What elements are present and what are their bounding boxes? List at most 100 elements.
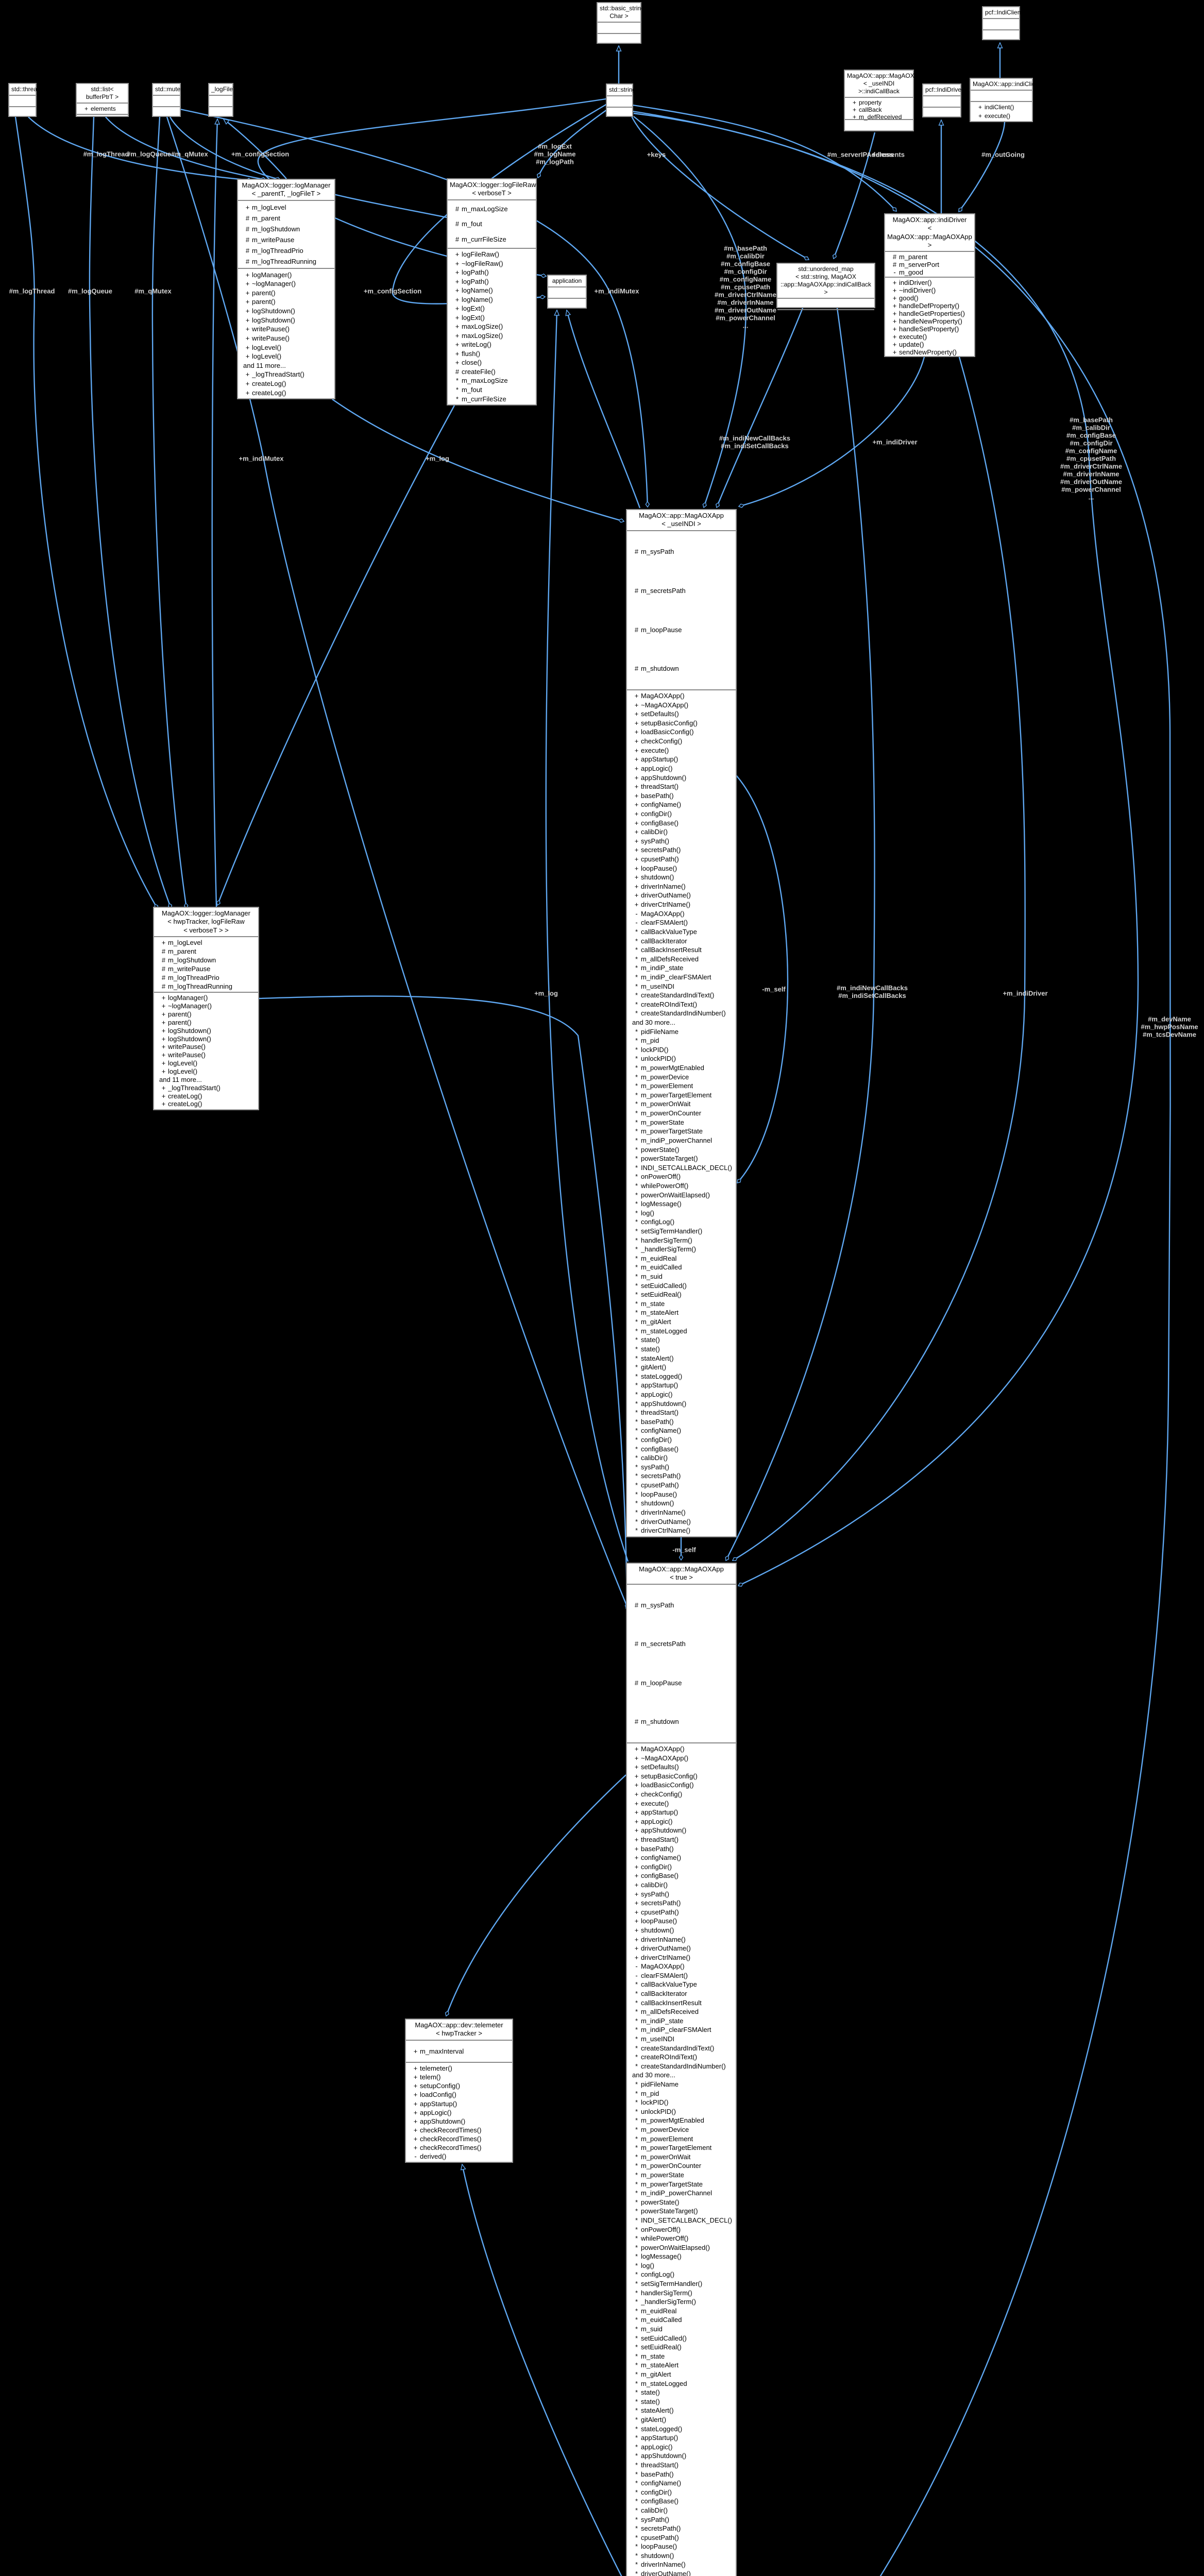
member-row: *powerState()	[635, 1145, 680, 1154]
class-node-std-string[interactable]: std::string	[606, 83, 636, 117]
class-node-std-basic-string[interactable]: std::basic_string<Char >	[597, 2, 648, 44]
edge	[630, 115, 809, 260]
member-row: *m_pid	[635, 2089, 659, 2097]
edge	[14, 116, 158, 909]
class-node-pcf-indiclient[interactable]: pcf::IndiClient	[982, 6, 1023, 40]
member-row: *whilePowerOff()	[635, 2234, 689, 2243]
class-node-logfilet[interactable]: _logFileT	[208, 83, 237, 117]
member-row: #m_writePause	[161, 964, 211, 973]
class-node-logmanager-hwptracker[interactable]: MagAOX::logger::logManager< hwpTracker, …	[153, 907, 259, 1110]
member-row: #m_parent	[245, 214, 280, 222]
member-row: *logMessage()	[635, 1200, 682, 1208]
member-row: +indiClient()	[978, 104, 1014, 111]
member-row: *secretsPath()	[635, 1472, 681, 1480]
attributes-section	[153, 96, 180, 106]
member-row: *shutdown()	[635, 1499, 674, 1507]
class-title: MagAOX::app::MagAOXApp< _useINDI >::indi…	[847, 72, 926, 95]
member-row: *appLogic()	[635, 1390, 673, 1398]
member-row: *stateLogged()	[635, 1372, 683, 1380]
class-node-magaoxapp-indicallback[interactable]: MagAOX::app::MagAOXApp< _useINDI >::indi…	[844, 70, 926, 131]
member-row: +loopPause()	[634, 1917, 677, 1925]
class-title: _logFileT	[211, 86, 237, 93]
class-node-logfileraw[interactable]: MagAOX::logger::logFileRaw< verboseT >#m…	[447, 178, 537, 405]
class-node-application[interactable]: application	[547, 275, 587, 309]
class-node-std-unordered-map[interactable]: std::unordered_map< std::string, MagAOX:…	[776, 263, 875, 310]
methods-section	[777, 310, 874, 320]
member-row: *driverInName()	[635, 1508, 686, 1516]
edge-label: #m_indiNewCallBacks#m_indiSetCallBacks	[719, 434, 791, 450]
member-row: *lockPID()	[635, 1045, 669, 1054]
edge	[633, 112, 1172, 2576]
class-node-telemeter-hwptracker[interactable]: MagAOX::app::dev::telemeter< hwpTracker …	[405, 2019, 513, 2163]
class-node-std-list-bufferptrt[interactable]: std::list< bufferPtrT >+elements	[76, 83, 129, 117]
attributes-section	[983, 19, 1019, 29]
class-node-magaox-app-indidriver[interactable]: MagAOX::app::indiDriver< MagAOX::app::Ma…	[884, 213, 975, 357]
member-row: -MagAOXApp()	[635, 909, 685, 918]
member-row: +m_defReceived	[852, 113, 902, 121]
member-row: *m_powerOnCounter	[635, 2162, 702, 2170]
edge	[739, 357, 925, 506]
member-row: +logManager()	[245, 270, 292, 279]
edge	[259, 995, 627, 1608]
member-row: #m_secretsPath	[634, 1640, 686, 1648]
attributes-section	[209, 96, 232, 106]
member-row: *m_powerDevice	[635, 2125, 689, 2133]
edge	[545, 310, 629, 1562]
methods-section	[9, 107, 36, 117]
member-row: +configName()	[634, 1854, 682, 1862]
member-row: *m_allDefsReceived	[635, 955, 699, 963]
class-node-logmanager-template[interactable]: MagAOX::logger::logManager< _parentT, _l…	[237, 179, 335, 399]
member-row: #m_fout	[455, 220, 482, 228]
member-row: *m_allDefsReceived	[635, 2008, 699, 2016]
methods-section: +indiDriver()+~indiDriver()+good()+handl…	[885, 278, 974, 356]
member-row: *m_maxLogSize	[455, 377, 508, 385]
member-row: *basePath()	[635, 2470, 674, 2478]
member-row: *m_suid	[635, 1273, 663, 1281]
member-row: *appShutdown()	[635, 2452, 687, 2460]
class-node-std-thread[interactable]: std::thread	[8, 83, 41, 117]
member-row: *appLogic()	[635, 2443, 673, 2451]
member-row: +threadStart()	[634, 1835, 679, 1843]
edge-label: +m_indiDriver	[872, 438, 918, 446]
member-row: *createROIndiText()	[635, 2053, 698, 2061]
member-row: +execute()	[634, 746, 669, 754]
member-row: *INDI_SETCALLBACK_DECL()	[635, 1163, 732, 1172]
member-row: +createLog()	[245, 388, 286, 397]
member-row: +writeLog()	[455, 341, 491, 349]
member-row: *state()	[635, 1345, 660, 1353]
class-node-magaoxapp-true[interactable]: MagAOX::app::MagAOXApp< true >#m_sysPath…	[626, 1563, 737, 2576]
member-row: +update()	[892, 341, 924, 349]
member-row: *callBackIterator	[635, 1990, 687, 1998]
class-node-magaoxapp-useindi[interactable]: MagAOX::app::MagAOXApp< _useINDI >#m_sys…	[626, 509, 737, 1537]
member-row: *setEuidReal()	[635, 1291, 682, 1299]
class-node-magaox-app-indiclient[interactable]: MagAOX::app::indiClient+indiClient()+exe…	[970, 78, 1040, 122]
class-node-pcf-indidriver[interactable]: pcf::IndiDriver	[922, 83, 963, 117]
methods-section	[77, 115, 128, 125]
member-row: +secretsPath()	[634, 1899, 681, 1907]
member-row: *_handlerSigTerm()	[635, 2298, 696, 2306]
class-title: MagAOX::app::dev::telemeter< hwpTracker …	[415, 2021, 503, 2038]
methods-section	[153, 107, 180, 117]
member-row: +logShutdown()	[161, 1035, 211, 1043]
member-row: *setEuidReal()	[635, 2343, 682, 2351]
edge	[733, 357, 1026, 1561]
edge	[180, 108, 648, 507]
member-row: *log()	[635, 1209, 655, 1217]
member-row: +_logThreadStart()	[161, 1083, 221, 1092]
member-row: *pidFileName	[635, 2080, 679, 2089]
methods-section: +logManager()+~logManager()+parent()+par…	[238, 269, 334, 398]
member-row: *createStandardIndiNumber()	[635, 2062, 726, 2070]
member-row: +logExt()	[455, 313, 485, 321]
class-node-std-mutex[interactable]: std::mutex	[152, 83, 183, 117]
member-row: +cpusetPath()	[634, 1908, 679, 1916]
member-row: #m_serverPort	[892, 261, 940, 268]
member-row: +setupBasicConfig()	[634, 1772, 698, 1780]
member-row: +writePause()	[245, 334, 290, 342]
member-row: *state()	[635, 2397, 660, 2405]
member-row: *callBackValueType	[635, 1980, 697, 1989]
member-row: +~MagAOXApp()	[634, 1754, 689, 1762]
member-row: +execute()	[892, 333, 927, 341]
member-row: *loopPause()	[635, 2543, 677, 2551]
edge-label: #m_basePath#m_calibDir#m_configBase#m_co…	[1060, 416, 1122, 501]
member-row: *driverCtrlName()	[635, 1527, 691, 1535]
